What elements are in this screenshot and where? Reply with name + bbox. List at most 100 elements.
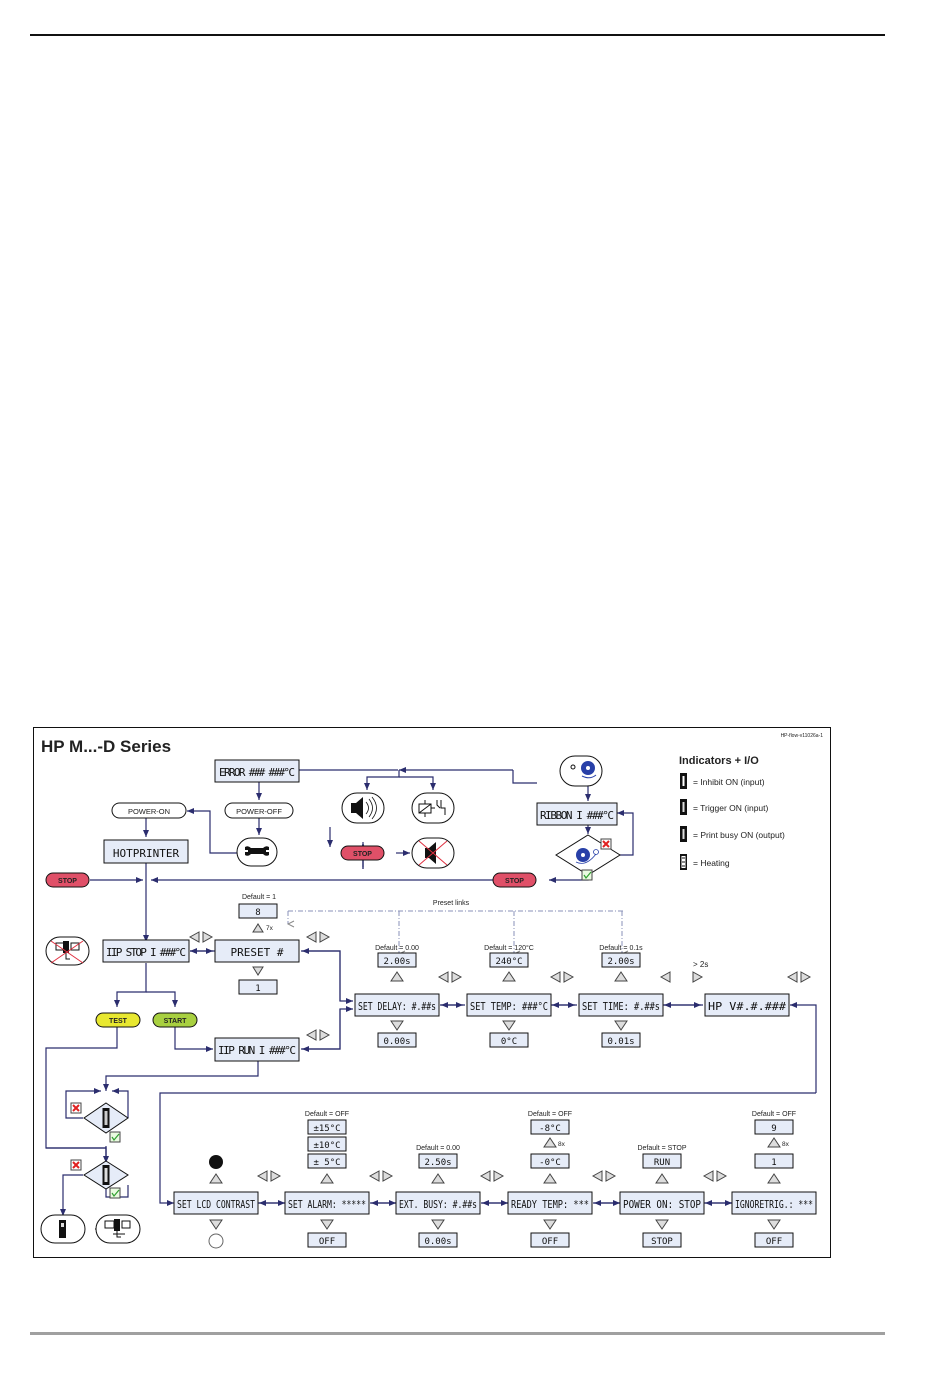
cross-icon (70, 1159, 82, 1171)
setting-down-value: 0.00s (418, 1232, 458, 1248)
down-arrow-icon[interactable] (390, 1020, 404, 1031)
left-arrow-icon[interactable] (305, 931, 317, 943)
svg-text:1: 1 (771, 1158, 776, 1168)
setting-up-value: -8°C (530, 1119, 570, 1135)
check-icon (109, 1131, 121, 1143)
setting-up-value: 1 (754, 1153, 794, 1169)
default-label: Default = OFF (528, 1111, 572, 1118)
preset-links-label: Preset links (433, 900, 470, 907)
down-arrow-icon[interactable] (320, 1219, 334, 1230)
svg-text:HOTPRINTER: HOTPRINTER (113, 847, 180, 860)
setting-up-value: 240°C (489, 952, 529, 968)
right-arrow-icon[interactable] (692, 971, 704, 983)
svg-text:OFF: OFF (542, 1237, 558, 1247)
stop-button-middle[interactable]: STOP (340, 845, 385, 861)
down-arrow-icon[interactable] (614, 1020, 628, 1031)
down-arrow-icon[interactable] (767, 1219, 781, 1230)
stop-button-left[interactable]: STOP (45, 872, 90, 888)
right-arrow-icon[interactable] (800, 971, 812, 983)
up-arrow-icon[interactable] (655, 1173, 669, 1184)
diagram-title: HP M...-D Series (41, 737, 171, 756)
navigation-arrows (188, 931, 812, 1182)
up-arrow-icon[interactable] (252, 923, 264, 933)
svg-text:IIP STOP I ###°C: IIP STOP I ###°C (106, 946, 186, 959)
down-arrow-icon[interactable] (655, 1219, 669, 1230)
left-arrow-icon[interactable] (549, 971, 561, 983)
left-arrow-icon[interactable] (591, 1170, 603, 1182)
default-label: Default = 0.1s (599, 945, 643, 952)
check-icon (581, 869, 593, 881)
svg-text:= Inhibit ON (input): = Inhibit ON (input) (693, 777, 765, 787)
wrench-icon (236, 837, 278, 867)
up-arrow-icon[interactable] (767, 1137, 781, 1148)
svg-text:POWER-ON: POWER-ON (128, 807, 170, 816)
left-arrow-icon[interactable] (786, 971, 798, 983)
setting-display-5: SET LCD CONTRAST (173, 1191, 259, 1215)
preset-up-value: 8 (238, 903, 278, 919)
left-arrow-icon[interactable] (368, 1170, 380, 1182)
up-arrow-icon[interactable] (431, 1173, 445, 1184)
svg-text:Indicators + I/O: Indicators + I/O (679, 755, 759, 767)
down-arrow-icon[interactable] (431, 1219, 445, 1230)
setting-up-value: ±10°C (307, 1136, 347, 1152)
right-arrow-icon[interactable] (605, 1170, 617, 1182)
svg-text:RUN: RUN (654, 1158, 670, 1168)
default-label: Default = 0.00 (375, 945, 419, 952)
up-arrow-icon[interactable] (543, 1137, 557, 1148)
legend-items: = Trigger ON (input)= Print busy ON (out… (680, 799, 785, 870)
left-arrow-icon[interactable] (659, 971, 671, 983)
setting-display-9: POWER ON: STOP (619, 1191, 705, 1215)
down-arrow-icon[interactable] (543, 1219, 557, 1230)
up-arrow-icon[interactable] (390, 971, 404, 982)
svg-text:240°C: 240°C (495, 957, 522, 967)
left-arrow-icon[interactable] (702, 1170, 714, 1182)
left-arrow-icon[interactable] (305, 1029, 317, 1041)
right-arrow-icon[interactable] (382, 1170, 394, 1182)
print-busy-icon (40, 1214, 86, 1244)
printer-icon (95, 1214, 141, 1244)
preset-links (288, 910, 623, 954)
right-arrow-icon[interactable] (319, 1029, 331, 1041)
left-arrow-icon[interactable] (188, 931, 200, 943)
down-arrow-icon[interactable] (209, 1219, 223, 1230)
svg-text:± 5°C: ± 5°C (313, 1158, 340, 1168)
right-arrow-icon[interactable] (493, 1170, 505, 1182)
header-rule (30, 34, 885, 36)
test-button[interactable]: TEST (95, 1012, 141, 1028)
right-arrow-icon[interactable] (451, 971, 463, 983)
doc-code: HP-flow-v11026a-1 (781, 733, 824, 739)
right-arrow-icon[interactable] (202, 931, 214, 943)
up-arrow-icon[interactable] (209, 1173, 223, 1184)
svg-text:HP V#.#.###: HP V#.#.### (708, 1000, 786, 1013)
right-arrow-icon[interactable] (319, 931, 331, 943)
default-label: Default = 0.00 (416, 1145, 460, 1152)
right-arrow-icon[interactable] (270, 1170, 282, 1182)
repeat-label: 8x (558, 1141, 566, 1148)
down-arrow-icon[interactable] (252, 966, 264, 976)
hotprinter-display: HOTPRINTER (103, 839, 189, 864)
default-label: Default = OFF (305, 1111, 349, 1118)
left-arrow-icon[interactable] (479, 1170, 491, 1182)
right-arrow-icon[interactable] (563, 971, 575, 983)
mute-icon (411, 837, 455, 869)
legend-item-t: = Trigger ON (input) (680, 799, 769, 815)
left-arrow-icon[interactable] (437, 971, 449, 983)
repeat-label: 8x (782, 1141, 790, 1148)
trigger-decision (83, 1102, 129, 1134)
down-arrow-icon[interactable] (502, 1020, 516, 1031)
up-arrow-icon[interactable] (502, 971, 516, 982)
ribbon-display: RIBBON I ###°C (536, 802, 618, 826)
svg-text:IGNORETRIG.: ***: IGNORETRIG.: *** (735, 1198, 813, 1211)
hold-note: > 2s (693, 960, 708, 969)
up-arrow-icon[interactable] (543, 1173, 557, 1184)
left-arrow-icon[interactable] (256, 1170, 268, 1182)
svg-text:STOP: STOP (58, 878, 77, 885)
up-arrow-icon[interactable] (767, 1173, 781, 1184)
up-arrow-icon[interactable] (614, 971, 628, 982)
stop-button-right[interactable]: STOP (492, 872, 537, 888)
start-button[interactable]: START (152, 1012, 198, 1028)
ribbon-icon (559, 755, 603, 787)
up-arrow-icon[interactable] (320, 1173, 334, 1184)
right-arrow-icon[interactable] (716, 1170, 728, 1182)
setting-display-4: HP V#.#.### (704, 993, 790, 1017)
